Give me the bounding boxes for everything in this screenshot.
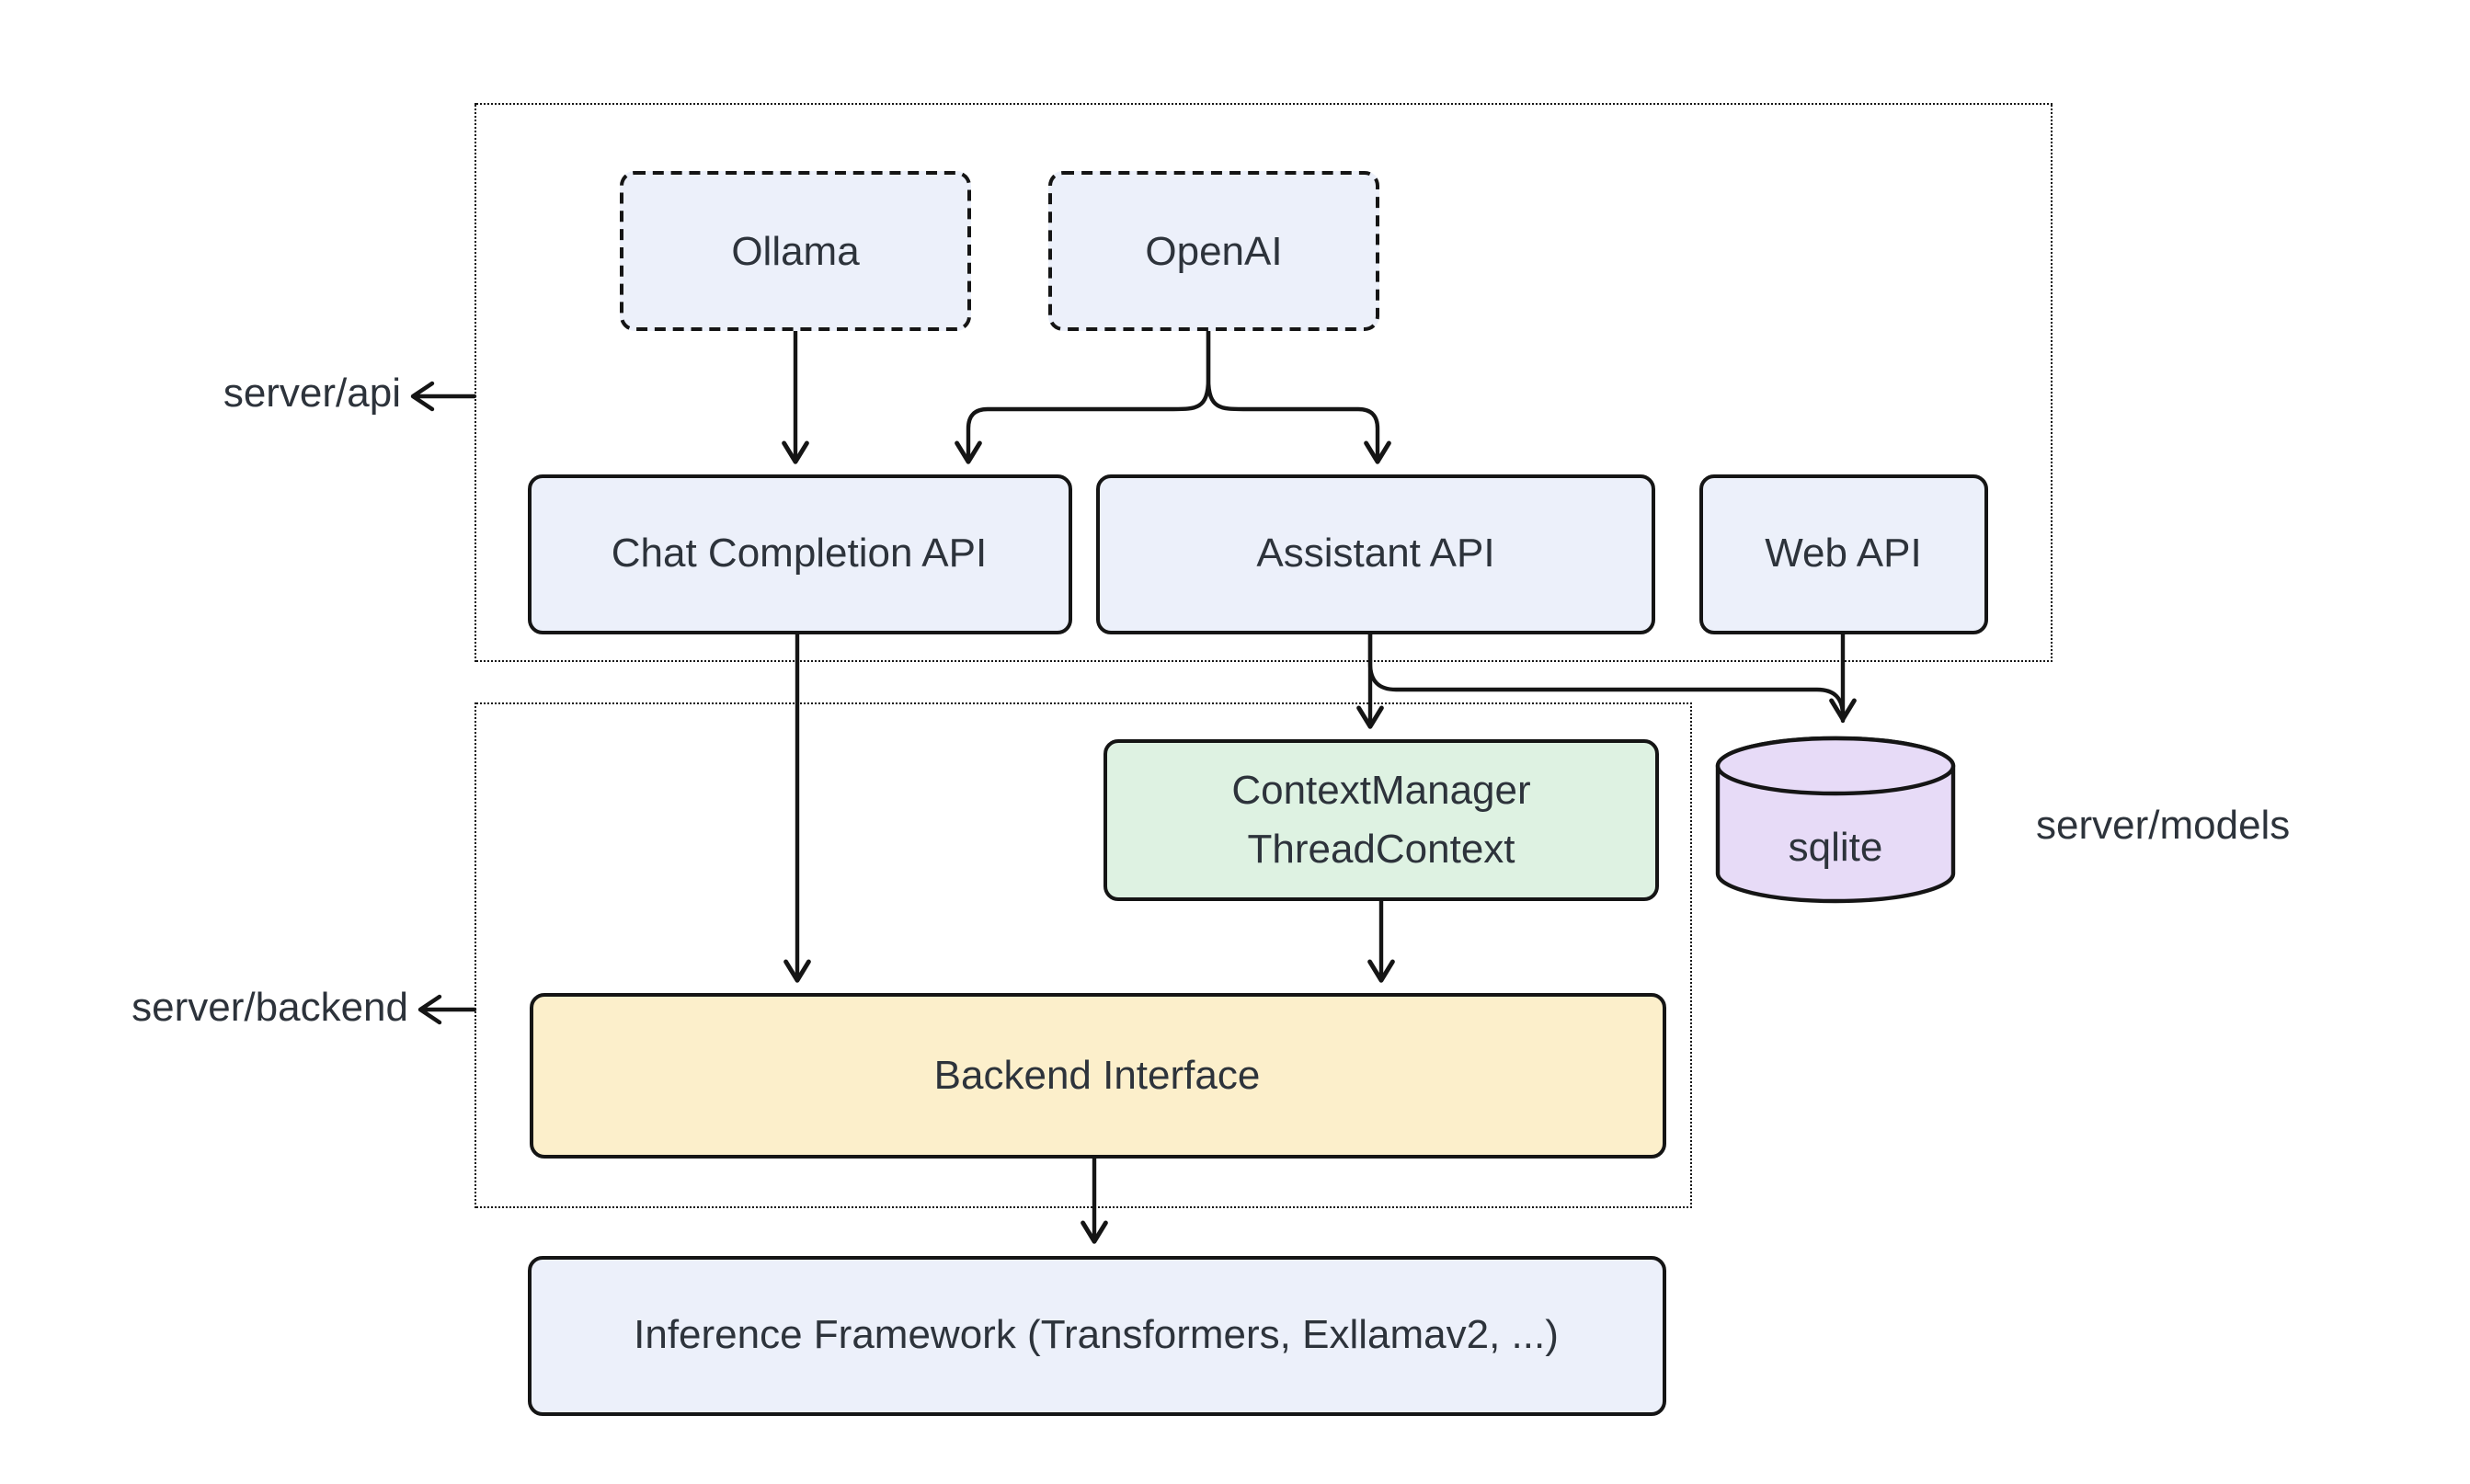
container-server-backend bbox=[475, 702, 1692, 1208]
server-backend-arrow bbox=[417, 994, 477, 1025]
container-server-api bbox=[475, 103, 2053, 662]
side-label-server-models: server/models bbox=[2036, 802, 2291, 848]
node-ollama: Ollama bbox=[620, 171, 971, 331]
node-web-api-label: Web API bbox=[1765, 530, 1922, 576]
node-context-manager-line2: ThreadContext bbox=[1247, 825, 1515, 871]
node-chat-completion-api: Chat Completion API bbox=[527, 474, 1071, 634]
container-label-server-api: server/api bbox=[223, 370, 401, 416]
node-openai: OpenAI bbox=[1048, 171, 1379, 331]
server-api-arrow bbox=[410, 381, 477, 412]
node-inference-framework: Inference Framework (Transformers, Exlla… bbox=[527, 1255, 1665, 1415]
node-inference-framework-label: Inference Framework (Transformers, Exlla… bbox=[634, 1311, 1559, 1358]
node-ollama-label: Ollama bbox=[731, 227, 860, 274]
node-context-manager: ContextManager ThreadContext bbox=[1103, 738, 1659, 900]
node-context-manager-line1: ContextManager bbox=[1231, 766, 1531, 813]
node-web-api: Web API bbox=[1698, 474, 1988, 634]
sqlite-cylinder-shape bbox=[1715, 736, 1956, 904]
container-label-server-backend: server/backend bbox=[132, 984, 408, 1030]
node-assistant-api: Assistant API bbox=[1096, 474, 1655, 634]
node-backend-interface: Backend Interface bbox=[529, 993, 1665, 1159]
node-assistant-api-label: Assistant API bbox=[1256, 530, 1495, 576]
node-openai-label: OpenAI bbox=[1145, 227, 1283, 274]
node-sqlite-label: sqlite bbox=[1788, 824, 1883, 870]
node-backend-interface-label: Backend Interface bbox=[933, 1052, 1261, 1099]
node-chat-completion-api-label: Chat Completion API bbox=[611, 530, 988, 576]
